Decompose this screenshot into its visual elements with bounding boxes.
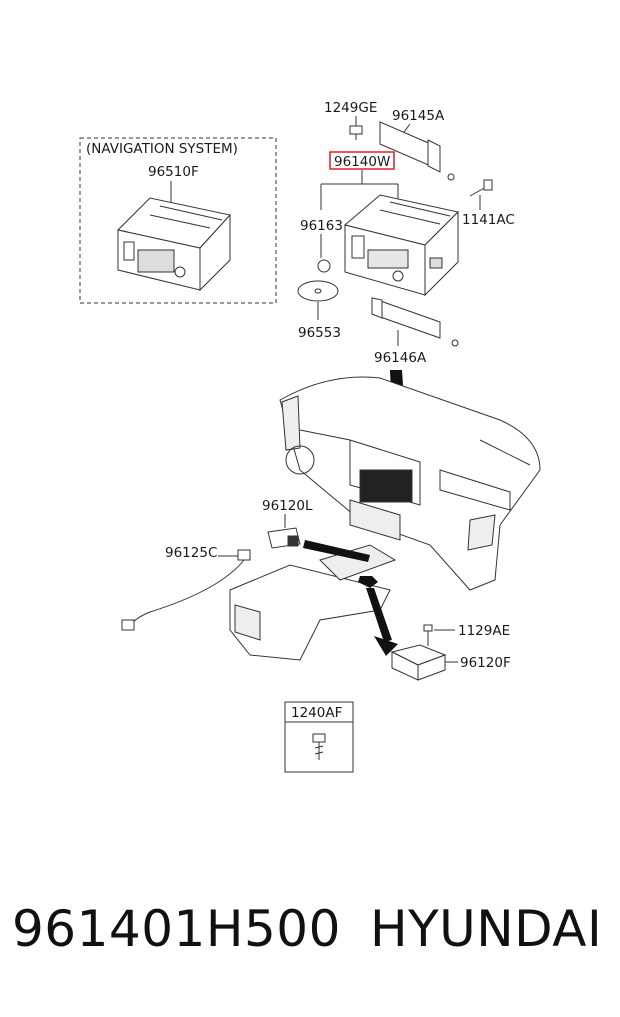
parts-diagram: (NAVIGATION SYSTEM) 96510F 1249GE 96145A… xyxy=(79,100,541,773)
disc-96553-drawing xyxy=(297,280,339,302)
box-1240AF: 1240AF xyxy=(284,701,354,773)
navigation-head-unit-drawing xyxy=(117,197,231,292)
footer: 961401H500 HYUNDAI xyxy=(0,900,620,980)
label-1240AF: 1240AF xyxy=(291,705,342,721)
cable-96125C-drawing xyxy=(121,549,251,631)
label-1141AC: 1141AC xyxy=(462,212,515,228)
label-96120F: 96120F xyxy=(460,655,511,671)
label-96120L: 96120L xyxy=(262,498,313,514)
label-96510F: 96510F xyxy=(148,164,199,180)
label-96140W: 96140W xyxy=(334,154,390,170)
dashboard-drawing xyxy=(279,376,541,591)
aux-jack-96120L-drawing xyxy=(267,527,301,549)
audio-head-unit-drawing xyxy=(343,194,460,297)
navigation-system-box: (NAVIGATION SYSTEM) 96510F xyxy=(79,137,277,304)
label-96553: 96553 xyxy=(298,325,341,341)
bracket-96146A-drawing xyxy=(371,297,459,347)
module-96120F-drawing xyxy=(390,644,447,681)
bracket-96145A-drawing xyxy=(349,121,455,181)
navigation-system-label: (NAVIGATION SYSTEM) xyxy=(86,141,238,157)
label-1129AE: 1129AE xyxy=(458,623,510,639)
label-96125C: 96125C xyxy=(165,545,217,561)
label-96163: 96163 xyxy=(300,218,343,234)
knob-96163-drawing xyxy=(317,259,331,273)
screw-1129AE-drawing xyxy=(423,624,433,646)
screw-1141AC-drawing xyxy=(469,179,493,197)
highlight-box-96140W xyxy=(329,151,395,170)
center-console-drawing xyxy=(229,544,397,661)
bolt-1240AF-drawing xyxy=(312,733,326,760)
brand-name: HYUNDAI xyxy=(370,900,603,958)
label-1249GE: 1249GE xyxy=(324,100,377,116)
pointer-arrow-96120F xyxy=(358,576,398,656)
part-number: 961401H500 xyxy=(12,900,341,958)
label-96146A: 96146A xyxy=(374,350,427,366)
label-96145A: 96145A xyxy=(392,108,445,124)
pointer-arrow-96120L xyxy=(303,540,370,562)
